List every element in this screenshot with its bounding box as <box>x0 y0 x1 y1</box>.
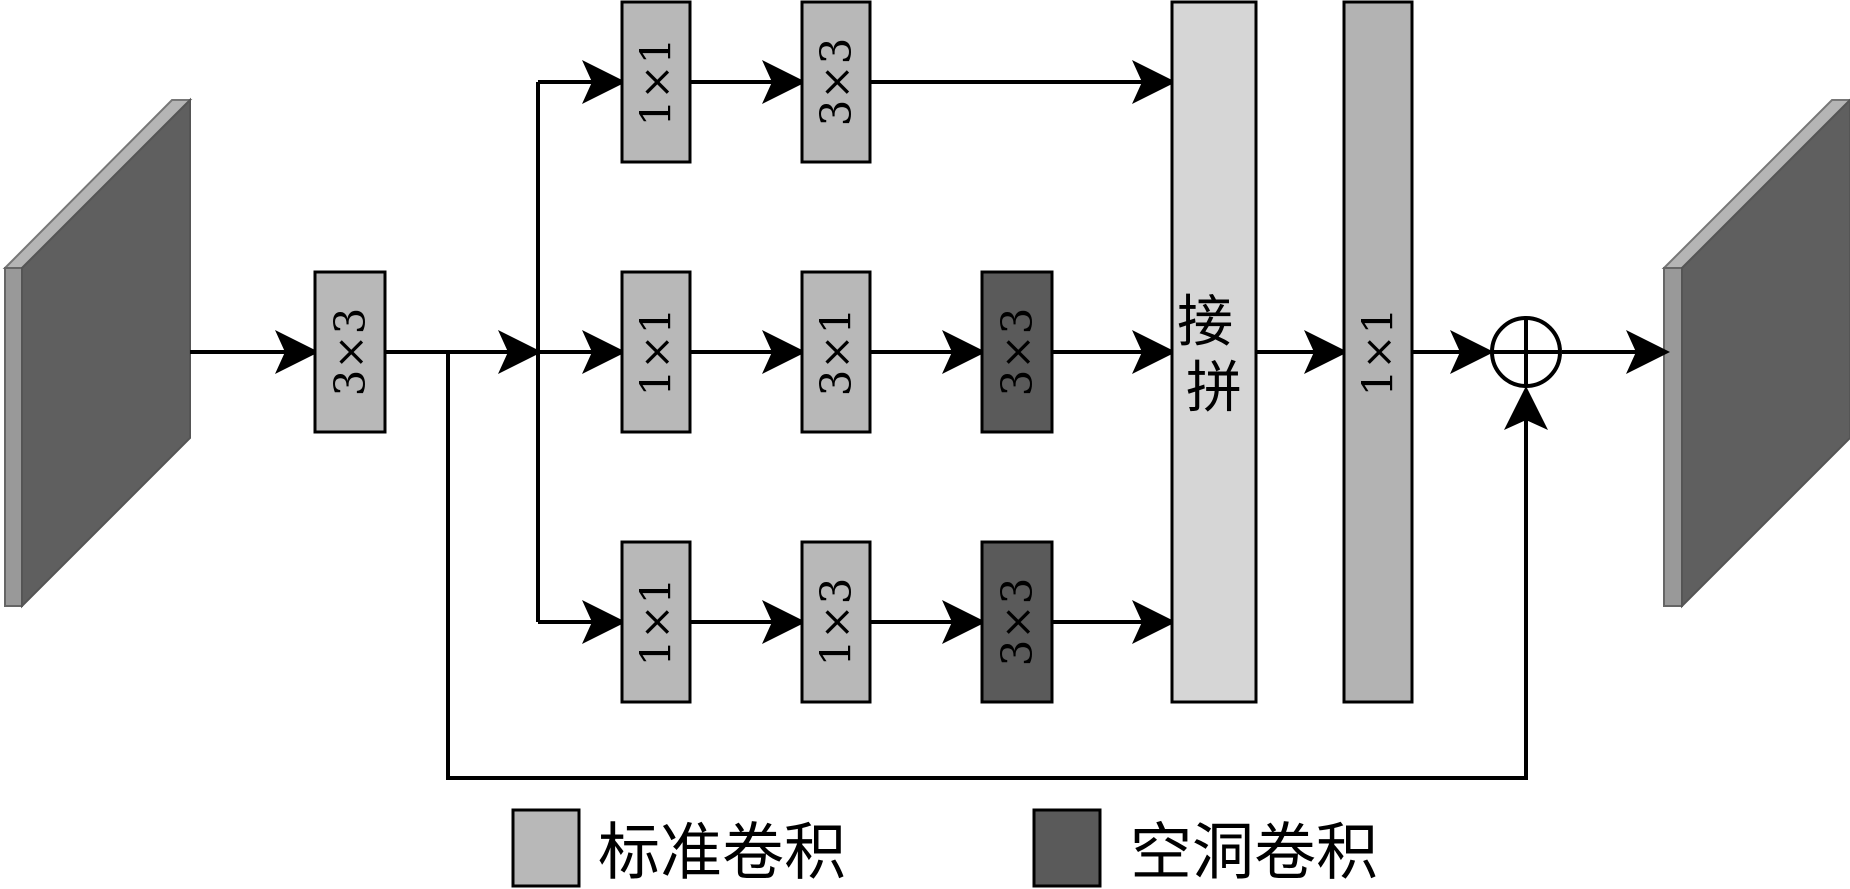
branch-2: 1×1 3×1 3×3 <box>620 270 1054 434</box>
branch-1: 1×1 3×3 <box>620 0 872 164</box>
legend-swatch-dilated <box>1032 808 1102 888</box>
branch1-op1-block: 1×1 <box>620 0 692 164</box>
output-feature-map <box>1661 98 1850 609</box>
branch1-op1-label: 1×1 <box>632 38 681 127</box>
branch3-op1-label: 1×1 <box>632 578 681 667</box>
branch2-op1-label: 1×1 <box>632 308 681 397</box>
stem-conv-label: 3×3 <box>326 308 375 397</box>
input-feature-map <box>2 97 193 609</box>
branch3-op3-block: 3×3 <box>980 540 1054 704</box>
legend-swatch-standard <box>511 808 581 888</box>
legend-item-standard: 标准卷积 <box>511 808 846 889</box>
fusion-conv-block: 1×1 <box>1342 0 1414 704</box>
branch2-op3-label: 3×3 <box>993 308 1042 397</box>
branch2-op3-block: 3×3 <box>980 270 1054 434</box>
branch3-op3-label: 3×3 <box>993 578 1042 667</box>
concat-char-1: 接 <box>1177 290 1233 355</box>
branch-3: 1×1 1×3 3×3 <box>620 540 1054 704</box>
branch3-op2-label: 1×3 <box>812 578 861 667</box>
concat-block: 接 拼 <box>1170 0 1258 704</box>
branch2-op2-block: 3×1 <box>800 270 872 434</box>
concat-char-2: 拼 <box>1186 356 1242 421</box>
branch3-op1-block: 1×1 <box>620 540 692 704</box>
legend-label-dilated: 空洞卷积 <box>1130 816 1378 889</box>
legend-label-standard: 标准卷积 <box>598 816 846 889</box>
fusion-conv-label: 1×1 <box>1354 308 1403 397</box>
legend: 标准卷积 空洞卷积 <box>511 808 1378 889</box>
branch1-op2-label: 3×3 <box>812 38 861 127</box>
stem-conv-block: 3×3 <box>313 270 387 434</box>
legend-item-dilated: 空洞卷积 <box>1032 808 1378 889</box>
branch3-op2-block: 1×3 <box>800 540 872 704</box>
add-node: ⊕ <box>1490 316 1562 388</box>
concat-label: 接 拼 <box>1177 290 1251 421</box>
connections <box>190 60 1670 780</box>
branch2-op1-block: 1×1 <box>620 270 692 434</box>
branch2-op2-label: 3×1 <box>812 308 861 397</box>
residual-shortcut-line <box>446 352 1548 780</box>
branch1-op2-block: 3×3 <box>800 0 872 164</box>
